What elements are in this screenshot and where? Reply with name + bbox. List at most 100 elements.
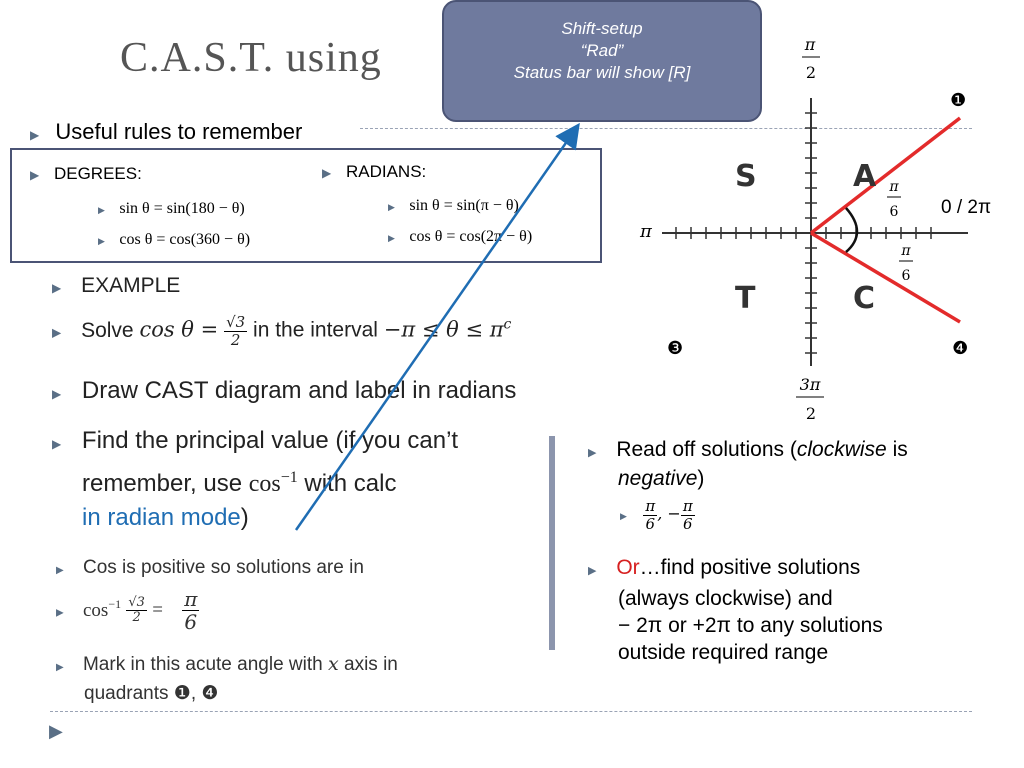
clockwise-text: clockwise — [796, 438, 887, 461]
angle-lower-numerator: π — [900, 243, 911, 259]
frac-denominator: 6 — [645, 514, 656, 533]
right-zero-2pi-label: 0 / 2π — [941, 197, 991, 218]
pi-over-6: π 6 — [182, 587, 200, 633]
quadrant-t-label: T — [735, 281, 756, 316]
deg-cos-row: ▶ cos θ = cos(360 − θ) — [98, 231, 250, 249]
bottom-label-numerator: 3π — [800, 375, 821, 394]
angle-arc — [845, 207, 859, 253]
rad-cos-rule: cos θ = cos(2π − θ) — [409, 228, 533, 245]
bullet-icon: ▶ — [98, 205, 105, 215]
frac-numerator: π — [680, 497, 695, 516]
quadrant-s-label: S — [735, 159, 757, 194]
draw-text: Draw CAST diagram and label in radians — [81, 377, 517, 404]
cos-inverse-fn-sup: −1 — [108, 597, 122, 612]
callout-line-3: Status bar will show [R] — [513, 63, 691, 82]
bullet-icon: ▶ — [98, 236, 105, 246]
quadrant-4-marker: ❹ — [952, 338, 968, 359]
x-axis-symbol: x — [328, 653, 339, 675]
left-pi-label: π — [639, 221, 653, 242]
bullet-icon: ▶ — [30, 168, 40, 182]
bottom-label-denominator: 2 — [806, 404, 816, 423]
bullet-icon: ▶ — [52, 387, 62, 401]
interval-sup: c — [503, 316, 512, 333]
frac-numerator: π — [643, 497, 658, 516]
read-off-is: is — [886, 438, 908, 461]
angle-line-q1 — [809, 116, 962, 235]
always-clockwise-text: (always clockwise) and — [618, 587, 833, 610]
positive-solutions-row: ▶ Or…find positive solutions (always clo… — [588, 554, 883, 666]
frac-numerator: √3 — [126, 594, 147, 611]
frac-denominator: 6 — [682, 514, 693, 533]
example-label: EXAMPLE — [81, 274, 181, 297]
cos-inverse: cos — [248, 471, 281, 497]
deg-cos-rule: cos θ = cos(360 − θ) — [119, 231, 251, 248]
cos-inverse-sup: −1 — [280, 469, 298, 486]
bullet-icon: ▶ — [322, 166, 332, 180]
angle-lower-denominator: 6 — [902, 268, 911, 284]
find-line-2: remember, use — [82, 470, 249, 497]
frac-denominator: 2 — [230, 330, 241, 349]
find-row: ▶ Find the principal value (if you can’t… — [52, 424, 458, 534]
top-label-denominator: 2 — [806, 63, 816, 82]
bullet-icon: ▶ — [388, 233, 395, 243]
rad-sin-row: ▶ sin θ = sin(π − θ) — [388, 197, 519, 215]
mark-text: Mark in this acute angle with — [82, 654, 328, 675]
bullet-icon: ▶ — [588, 447, 597, 459]
interval-expression: −π ≤ θ ≤ π — [383, 317, 504, 342]
solve-row: ▶ Solve cos θ = √3 2 in the interval −π … — [52, 314, 511, 348]
top-label-numerator: π — [804, 35, 816, 54]
negative-close: ) — [697, 467, 705, 490]
equals-sign: = — [152, 599, 163, 621]
y-axis-ticks — [805, 112, 817, 354]
or-text: Or — [616, 556, 640, 579]
bullet-icon: ▶ — [56, 607, 64, 619]
bullet-icon: ▶ — [52, 325, 62, 340]
bullet-icon: ▶ — [52, 437, 62, 451]
cos-positive-row: ▶ Cos is positive so solutions are in — [56, 557, 364, 579]
frac-denominator: 2 — [132, 610, 141, 625]
or-rest-text: …find positive solutions — [639, 556, 861, 579]
mark-text-2: axis in — [338, 654, 398, 675]
frac-numerator: π — [182, 587, 200, 611]
draw-row: ▶ Draw CAST diagram and label in radians — [52, 377, 516, 405]
cos-inverse-fn: cos — [82, 599, 109, 621]
quadrants-text: quadrants ❶, ❹ — [84, 683, 219, 704]
quadrant-c-label: C — [853, 281, 875, 316]
quadrant-a-label: A — [853, 159, 877, 194]
bullet-icon: ▶ — [56, 565, 64, 576]
deg-sin-rule: sin θ = sin(180 − θ) — [119, 200, 245, 217]
rules-heading-row: ▶ Useful rules to remember — [30, 119, 302, 145]
rad-sin-rule: sin θ = sin(π − θ) — [409, 197, 519, 214]
degrees-row: ▶ DEGREES: — [30, 164, 142, 184]
solve-text: Solve — [81, 318, 140, 342]
bullet-icon: ▶ — [52, 281, 62, 295]
sqrt3-over-2-small: √3 2 — [126, 594, 147, 626]
negative-text: negative — [618, 467, 698, 490]
bullet-icon: ▶ — [30, 128, 40, 142]
quadrant-3-marker: ❸ — [667, 338, 683, 359]
next-slide-icon[interactable]: ▶ — [49, 721, 63, 741]
frac-numerator: √3 — [224, 313, 248, 332]
angle-upper-denominator: 6 — [890, 204, 899, 220]
callout-box: Shift-setup “Rad” Status bar will show [… — [442, 0, 762, 122]
angle-line-q4 — [810, 231, 961, 324]
page-title: C.A.S.T. using — [120, 35, 382, 81]
column-divider — [549, 436, 555, 650]
rad-cos-row: ▶ cos θ = cos(2π − θ) — [388, 228, 532, 246]
top-divider — [360, 128, 972, 129]
outside-range-text: outside required range — [618, 641, 829, 664]
find-line-1: Find the principal value (if you can’t — [81, 427, 459, 454]
deg-sin-row: ▶ sin θ = sin(180 − θ) — [98, 200, 245, 218]
degrees-label: DEGREES: — [53, 164, 142, 183]
solve-interval-text: in the interval — [253, 318, 384, 342]
bullet-icon: ▶ — [588, 565, 597, 577]
cos-positive-text: Cos is positive so solutions are in — [82, 557, 364, 578]
solve-cos-theta: cos θ = — [139, 317, 219, 342]
mark-row: ▶ Mark in this acute angle with x axis i… — [56, 651, 398, 707]
rules-heading: Useful rules to remember — [55, 119, 303, 144]
add-2pi-text: − 2π or +2π to any solutions — [618, 614, 883, 637]
bottom-divider — [50, 711, 972, 712]
find-line-2-end: with calc — [297, 470, 397, 497]
bullet-icon: ▶ — [56, 662, 64, 673]
angle-upper-numerator: π — [888, 179, 899, 195]
